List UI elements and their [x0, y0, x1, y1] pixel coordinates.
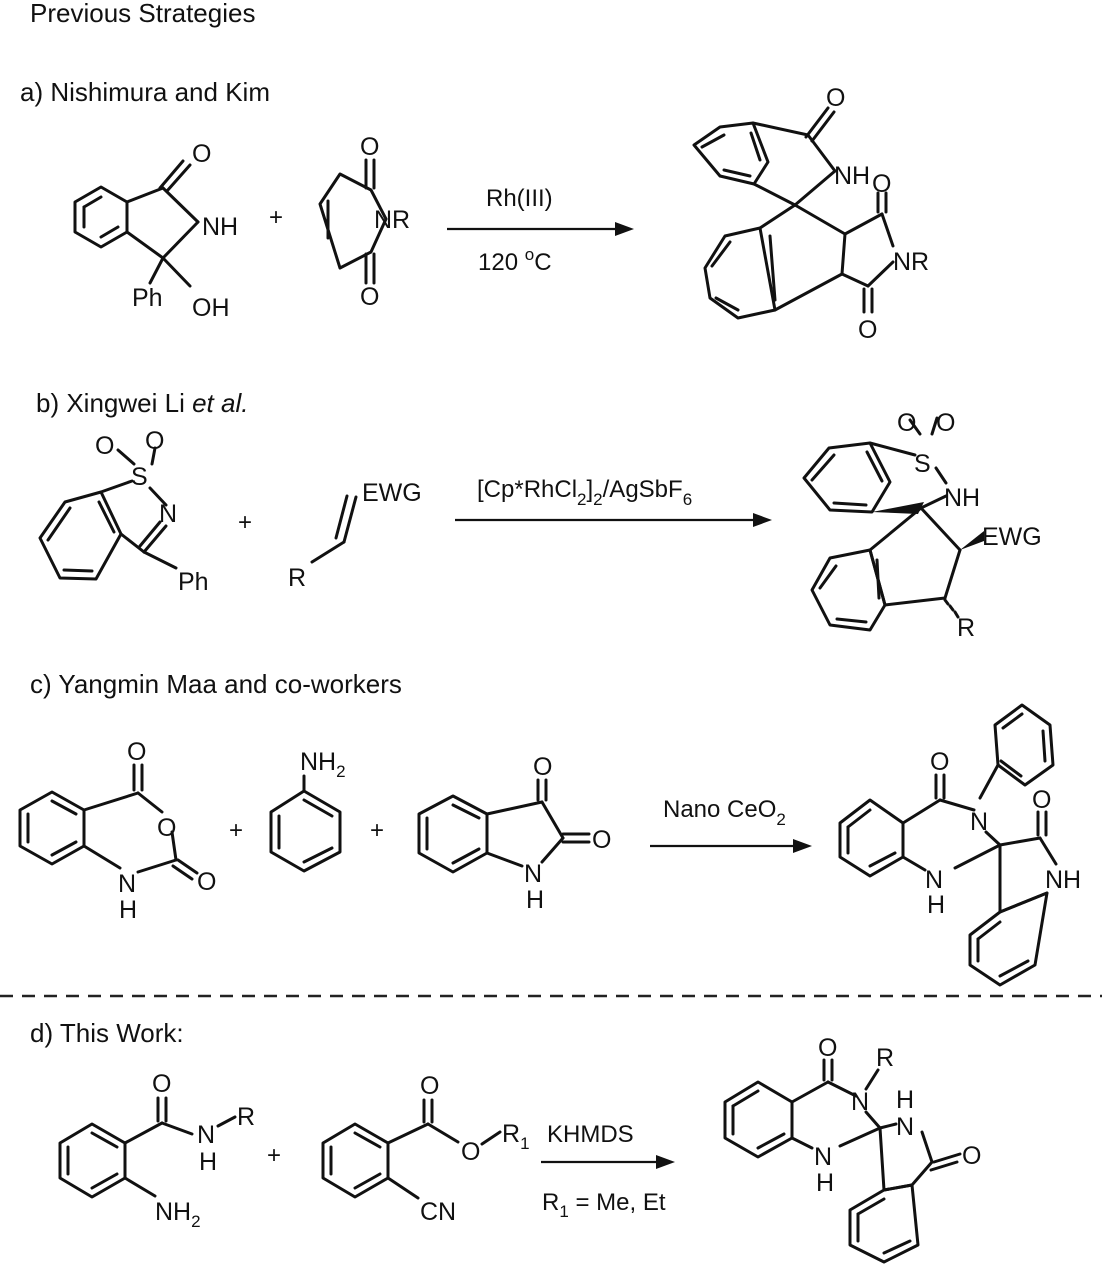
b-reactant-alkene — [310, 494, 358, 564]
a-reagent: Rh(III) — [486, 185, 553, 212]
d2-ester-o: O — [461, 1138, 480, 1166]
c1-ring-o: O — [157, 814, 176, 842]
c-reactant-aniline — [269, 774, 342, 873]
c1-h: H — [119, 896, 137, 924]
dp-n: N — [851, 1088, 869, 1116]
d1-n: N — [197, 1121, 215, 1149]
cp-n: N — [970, 808, 988, 836]
section-b-label: b) Xingwei Li et al. — [36, 388, 248, 418]
b-product-spiro-sultam — [802, 416, 984, 632]
d-reactant-cyanobenzoate — [321, 1098, 502, 1200]
a1-nh: NH — [202, 213, 238, 241]
dp-upper-n: N — [896, 1113, 914, 1141]
b-plus-sign: + — [238, 509, 252, 536]
c-reactant-isatoic-anhydride — [18, 763, 199, 881]
bp-ewg: EWG — [982, 523, 1042, 551]
b-reaction-arrow — [455, 513, 772, 527]
c-plus-sign-2: + — [370, 817, 384, 844]
a-product-spiro — [692, 106, 895, 320]
c-product-spiro-quinazolinone — [838, 703, 1058, 987]
dp-o: O — [818, 1034, 837, 1062]
dp-lower-h: H — [816, 1169, 834, 1197]
b1-s: S — [131, 463, 148, 491]
dp-right-o: O — [962, 1142, 981, 1170]
dp-lower-n: N — [814, 1143, 832, 1171]
cp-left-nh-n: N — [925, 866, 943, 894]
d2-carbonyl-o: O — [420, 1072, 439, 1100]
d2-r1: R1 — [502, 1120, 530, 1153]
ap-upper-o: O — [872, 170, 891, 198]
c-reagent: Nano CeO2 — [663, 796, 786, 829]
dp-r: R — [876, 1044, 894, 1072]
bp-nh: NH — [944, 484, 980, 512]
d1-nh2: NH2 — [155, 1198, 201, 1231]
b1-n: N — [159, 500, 177, 528]
c1-n: N — [118, 870, 136, 898]
c2-nh2: NH2 — [300, 748, 346, 781]
a1-carbonyl-o: O — [192, 140, 211, 168]
d-reagent: KHMDS — [547, 1121, 634, 1148]
header-title: Previous Strategies — [30, 0, 255, 28]
c3-n: N — [524, 860, 542, 888]
ap-top-o: O — [826, 84, 845, 112]
b1-ph: Ph — [178, 568, 209, 596]
d-plus-sign: + — [267, 1142, 281, 1169]
c-plus-sign-1: + — [229, 817, 243, 844]
d2-cn: CN — [420, 1198, 456, 1226]
section-d-label: d) This Work: — [30, 1018, 184, 1048]
bp-r: R — [957, 614, 975, 642]
d1-h: H — [199, 1148, 217, 1176]
c-reactant-isatin — [417, 778, 591, 874]
c3-top-o: O — [533, 753, 552, 781]
a2-nr: NR — [374, 206, 410, 234]
cp-top-o: O — [930, 748, 949, 776]
b2-ewg: EWG — [362, 479, 422, 507]
cp-left-nh-h: H — [927, 891, 945, 919]
cp-right-o: O — [1032, 786, 1051, 814]
b1-left-o: O — [95, 432, 114, 460]
d-product-spiro — [723, 1058, 962, 1264]
a-plus-sign: + — [269, 204, 283, 231]
a2-top-o: O — [360, 133, 379, 161]
a-reaction-arrow — [447, 222, 634, 236]
bp-left-o: O — [897, 409, 916, 437]
a1-ph: Ph — [132, 284, 163, 312]
a1-oh: OH — [192, 294, 230, 322]
ap-nr: NR — [893, 248, 929, 276]
section-c-label: c) Yangmin Maa and co-workers — [30, 669, 402, 699]
b1-right-o: O — [145, 427, 164, 455]
b-reagent: [Cp*RhCl2]2/AgSbF6 — [477, 476, 692, 509]
b-reactant-saccharin-imine — [38, 446, 178, 581]
c3-right-o: O — [592, 826, 611, 854]
d-condition: R1 = Me, Et — [542, 1189, 666, 1221]
cp-right-nh: NH — [1045, 866, 1081, 894]
a2-bottom-o: O — [360, 283, 379, 311]
c3-h: H — [526, 886, 544, 914]
d1-o: O — [152, 1070, 171, 1098]
c-reaction-arrow — [650, 839, 812, 853]
a-reactant-hydroxylactam — [73, 159, 200, 288]
c1-top-o: O — [127, 738, 146, 766]
bp-right-o: O — [936, 409, 955, 437]
b2-r: R — [288, 564, 306, 592]
ap-nh: NH — [834, 162, 870, 190]
d1-r: R — [237, 1103, 255, 1131]
dp-upper-h: H — [896, 1086, 914, 1114]
c1-right-o: O — [197, 868, 216, 896]
bp-s: S — [914, 450, 931, 478]
a-condition: 120 oC — [478, 245, 552, 276]
section-a-label: a) Nishimura and Kim — [20, 77, 270, 107]
d-reactant-aminobenzamide — [58, 1096, 237, 1199]
a-reactant-maleimide — [318, 158, 388, 285]
ap-lower-o: O — [858, 316, 877, 344]
d-reaction-arrow — [541, 1155, 675, 1169]
